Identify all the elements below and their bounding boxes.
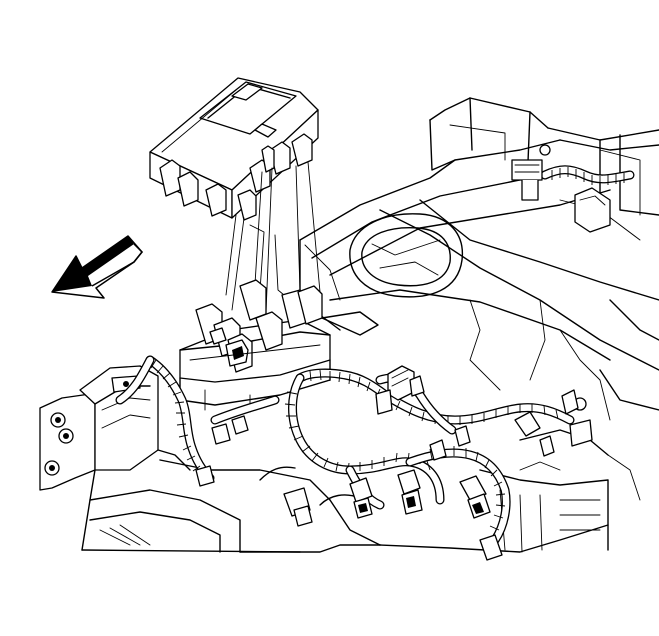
upper-connector [511,159,543,181]
connector-c [397,469,421,495]
electrical-connector [195,365,579,561]
relay-socket [179,279,331,413]
upper-right-harness [511,144,635,233]
body-structure [299,97,659,421]
fuse-block [149,77,319,221]
wiring-harness [115,355,575,545]
connector-b [375,389,393,415]
upper-bolt [539,144,551,156]
frame-bracket [39,365,381,553]
connector-h [195,465,215,487]
lower-right-structure [379,397,641,553]
direction-arrow [51,235,144,299]
connector-i [211,423,231,445]
cover-latch [231,83,263,101]
connector-d [349,477,373,503]
connector-f [459,475,487,501]
connector-g [514,411,541,437]
